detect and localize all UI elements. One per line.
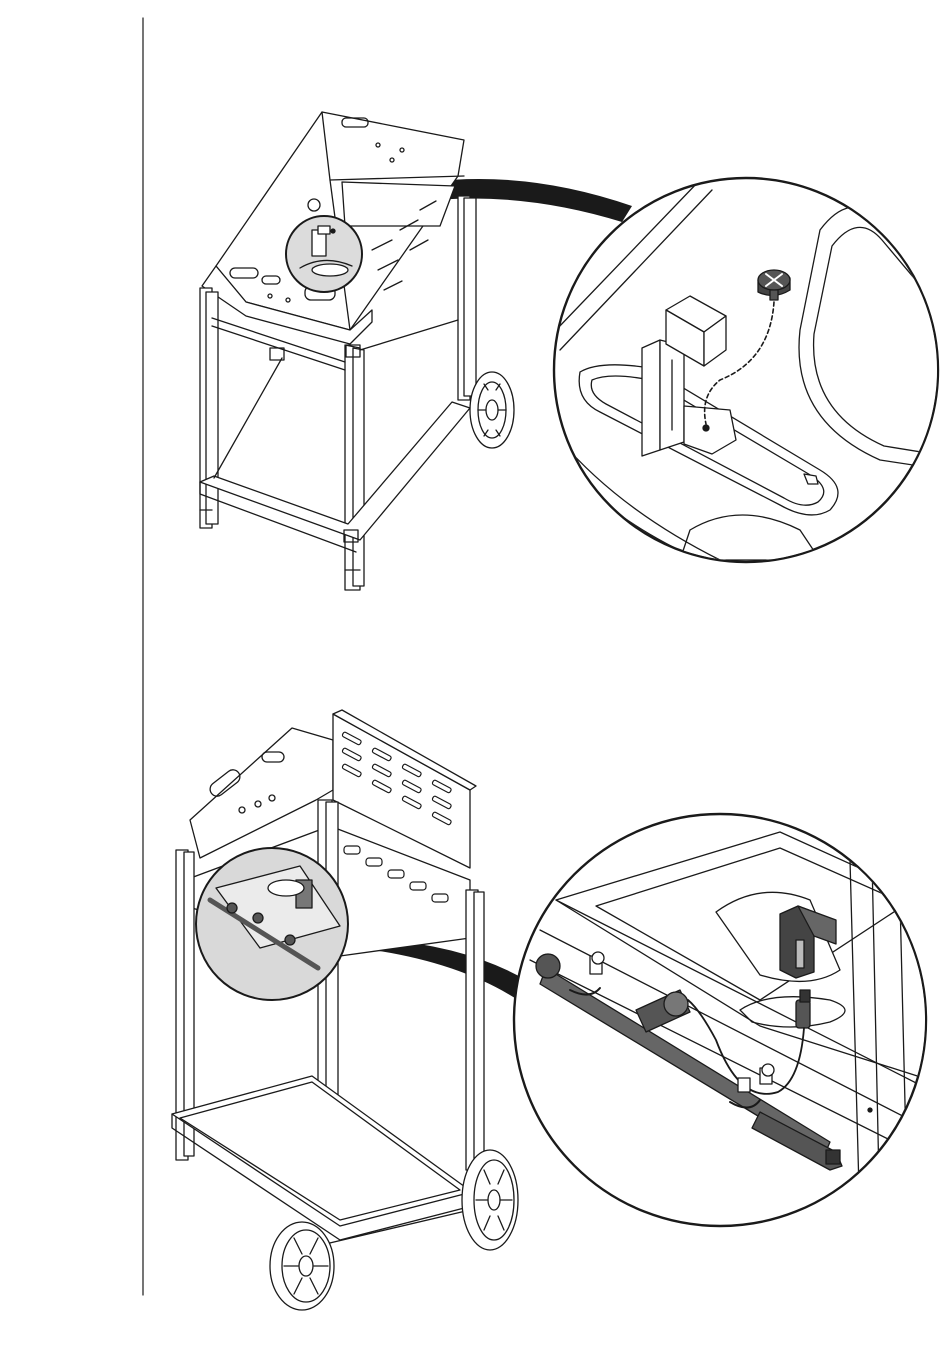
step-1-figure xyxy=(200,112,946,590)
magnifier-circle-icon xyxy=(196,848,348,1000)
wheel-icon xyxy=(462,1150,518,1250)
zoom-detail-2 xyxy=(514,814,930,1226)
step-2-figure xyxy=(172,710,930,1310)
wheel-icon xyxy=(270,1222,334,1310)
zoom-detail-1 xyxy=(554,178,946,562)
magnifier-circle-icon xyxy=(286,216,362,292)
grill-cart-illustration xyxy=(172,710,518,1310)
